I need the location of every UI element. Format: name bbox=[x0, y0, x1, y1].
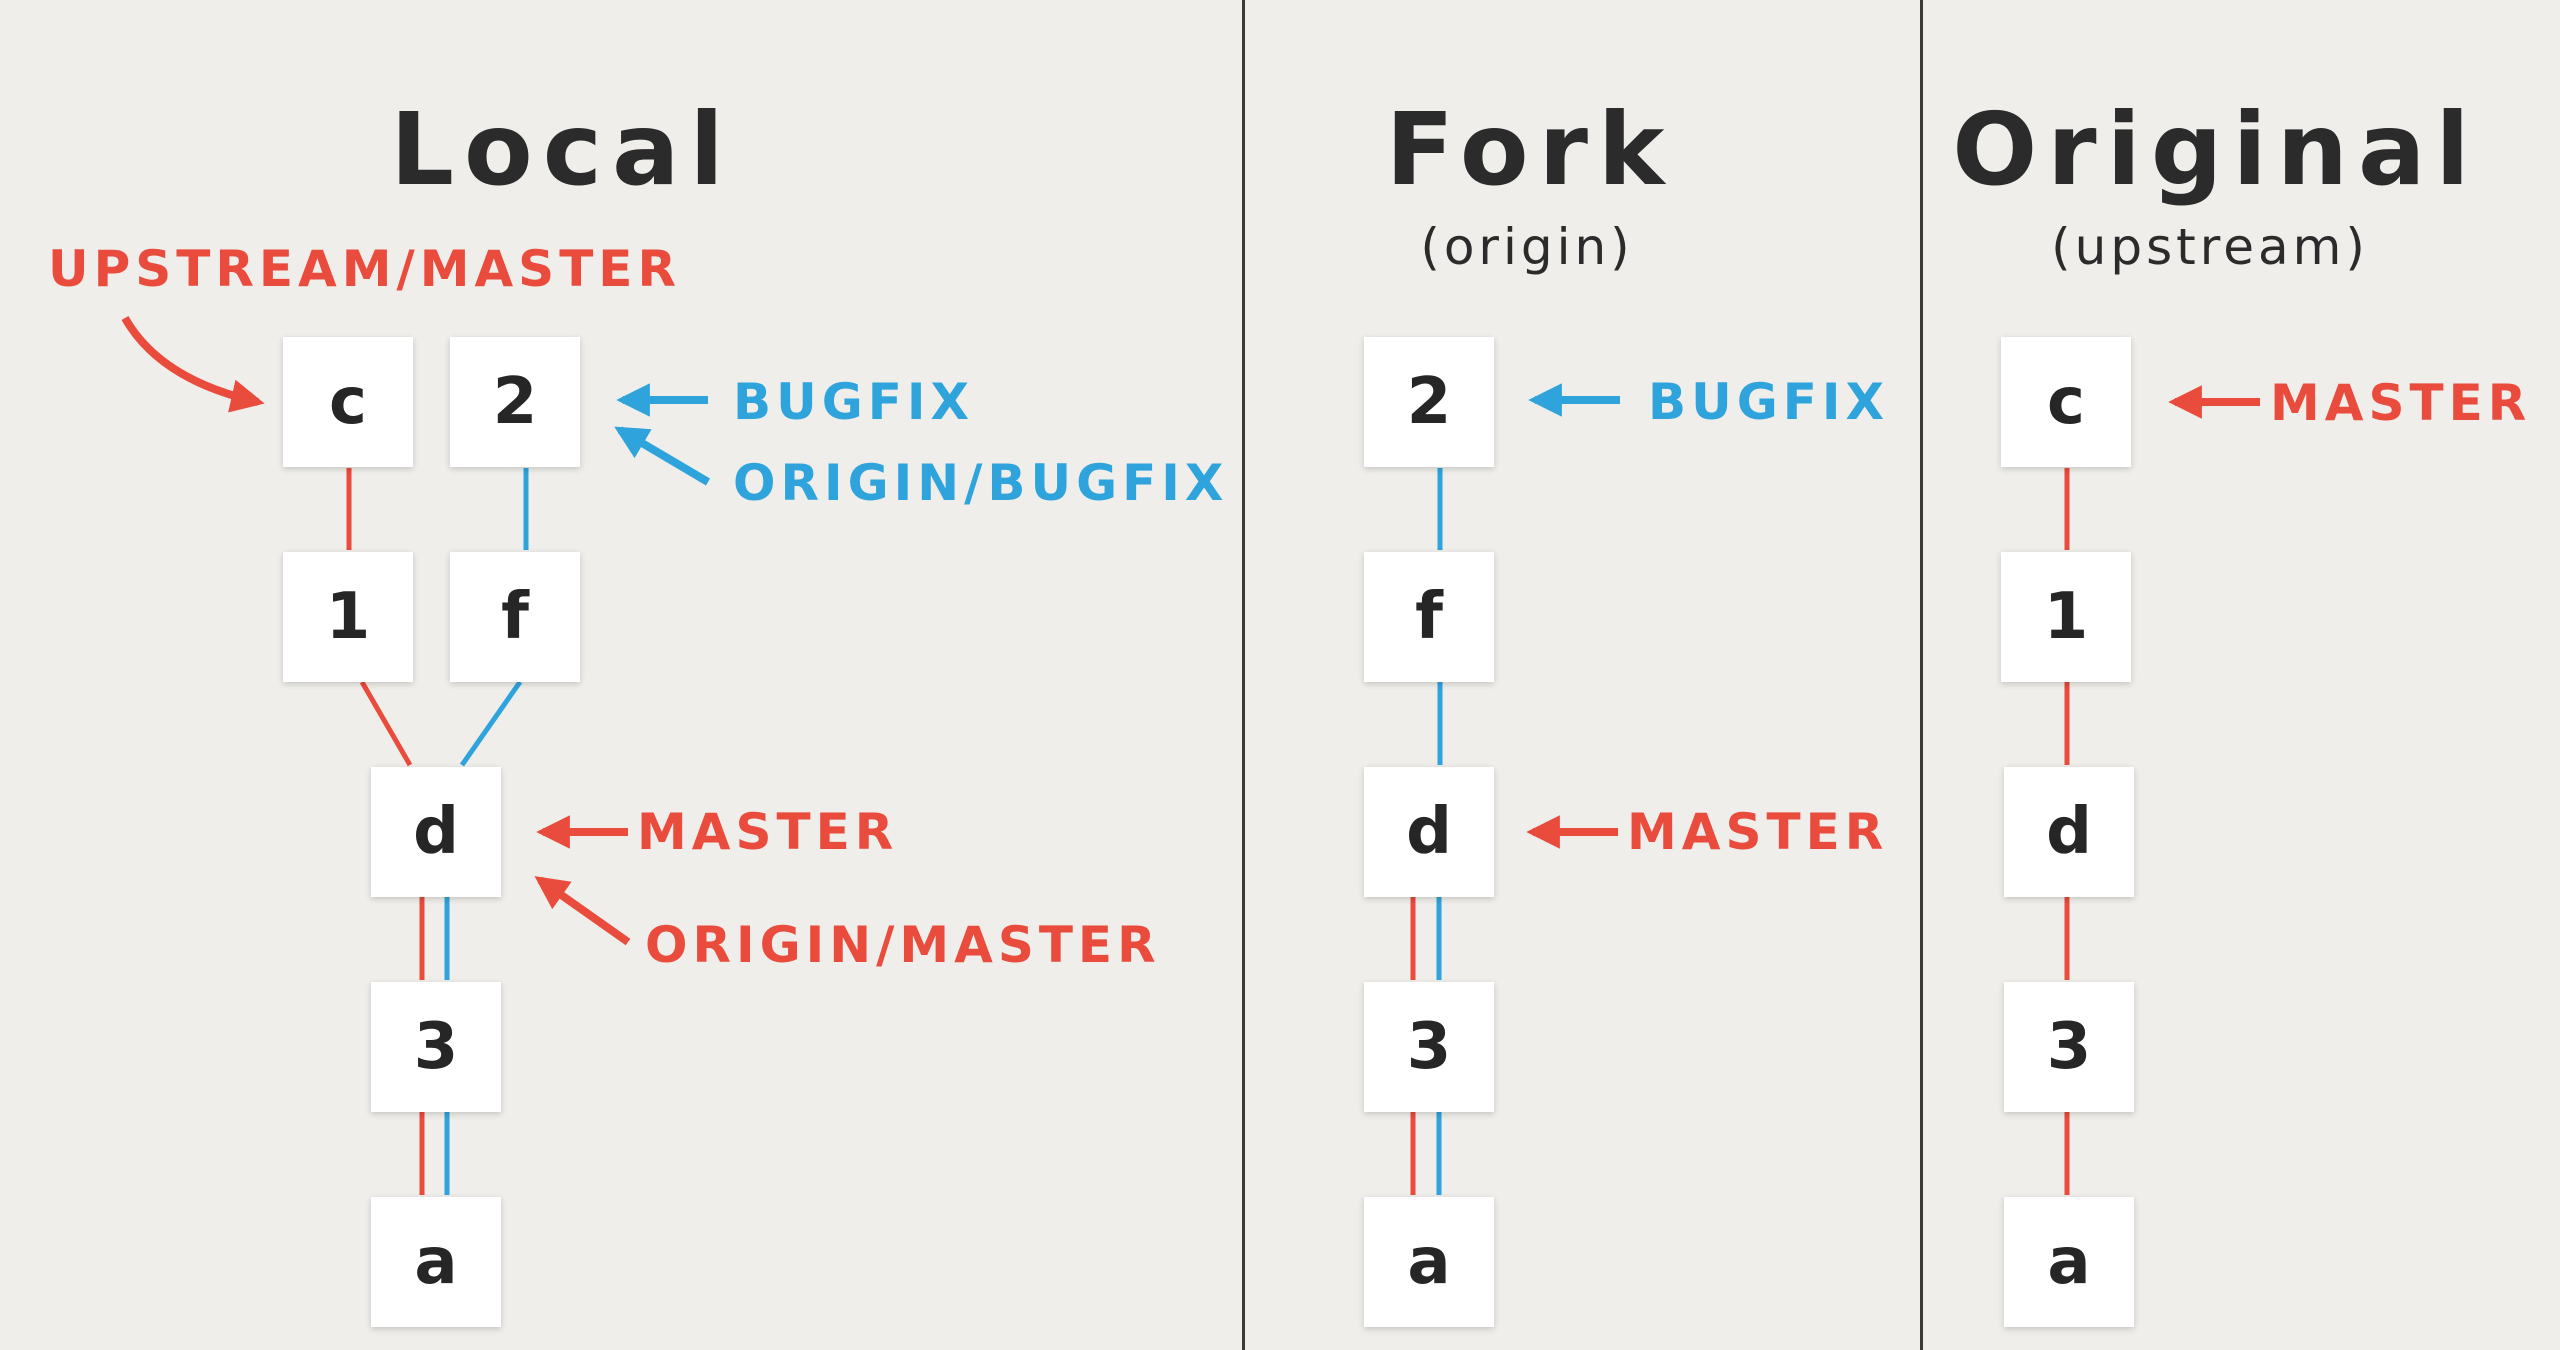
edge-f-d bbox=[459, 680, 523, 767]
ref-label-original-master: MASTER bbox=[2270, 374, 2532, 432]
ref-label-origin-bugfix: ORIGIN/BUGFIX bbox=[733, 454, 1229, 512]
original-subtitle: (upstream) bbox=[2051, 218, 2369, 276]
commit-node: f bbox=[1364, 552, 1494, 682]
commit-node: d bbox=[1364, 767, 1494, 897]
original-title: Original bbox=[1952, 91, 2480, 208]
commit-node: c bbox=[283, 337, 413, 467]
commit-node: a bbox=[2004, 1197, 2134, 1327]
commit-node: 2 bbox=[450, 337, 580, 467]
arrow-local-origin-bugfix bbox=[614, 426, 711, 486]
commit-node: a bbox=[371, 1197, 501, 1327]
ref-label-master: MASTER bbox=[637, 803, 899, 861]
commit-node: c bbox=[2001, 337, 2131, 467]
ref-label-origin-master: ORIGIN/MASTER bbox=[645, 916, 1161, 974]
ref-label-fork-bugfix: BUGFIX bbox=[1648, 373, 1890, 431]
panel-divider-left bbox=[1242, 0, 1245, 1350]
commit-node: d bbox=[371, 767, 501, 897]
fork-title: Fork bbox=[1385, 91, 1675, 208]
ref-label-bugfix: BUGFIX bbox=[733, 373, 975, 431]
commit-node: f bbox=[450, 552, 580, 682]
fork-subtitle: (origin) bbox=[1420, 218, 1634, 276]
local-edges bbox=[346, 468, 529, 1195]
panel-divider-right bbox=[1920, 0, 1923, 1350]
commit-node: 3 bbox=[1364, 982, 1494, 1112]
commit-node: d bbox=[2004, 767, 2134, 897]
arrow-upstream-master bbox=[121, 316, 265, 413]
arrow-local-origin-master bbox=[534, 876, 631, 946]
commit-node: 3 bbox=[371, 982, 501, 1112]
commit-node: 1 bbox=[283, 552, 413, 682]
ref-label-fork-master: MASTER bbox=[1627, 803, 1889, 861]
pointer-arrows bbox=[121, 316, 2260, 946]
commit-node: a bbox=[1364, 1197, 1494, 1327]
local-title: Local bbox=[390, 91, 734, 208]
commit-node: 2 bbox=[1364, 337, 1494, 467]
commit-node: 1 bbox=[2001, 552, 2131, 682]
commit-node: 3 bbox=[2004, 982, 2134, 1112]
ref-label-upstream-master: UPSTREAM/MASTER bbox=[48, 240, 681, 298]
fork-edges bbox=[1410, 468, 1443, 1195]
edge-1-d bbox=[359, 680, 413, 767]
